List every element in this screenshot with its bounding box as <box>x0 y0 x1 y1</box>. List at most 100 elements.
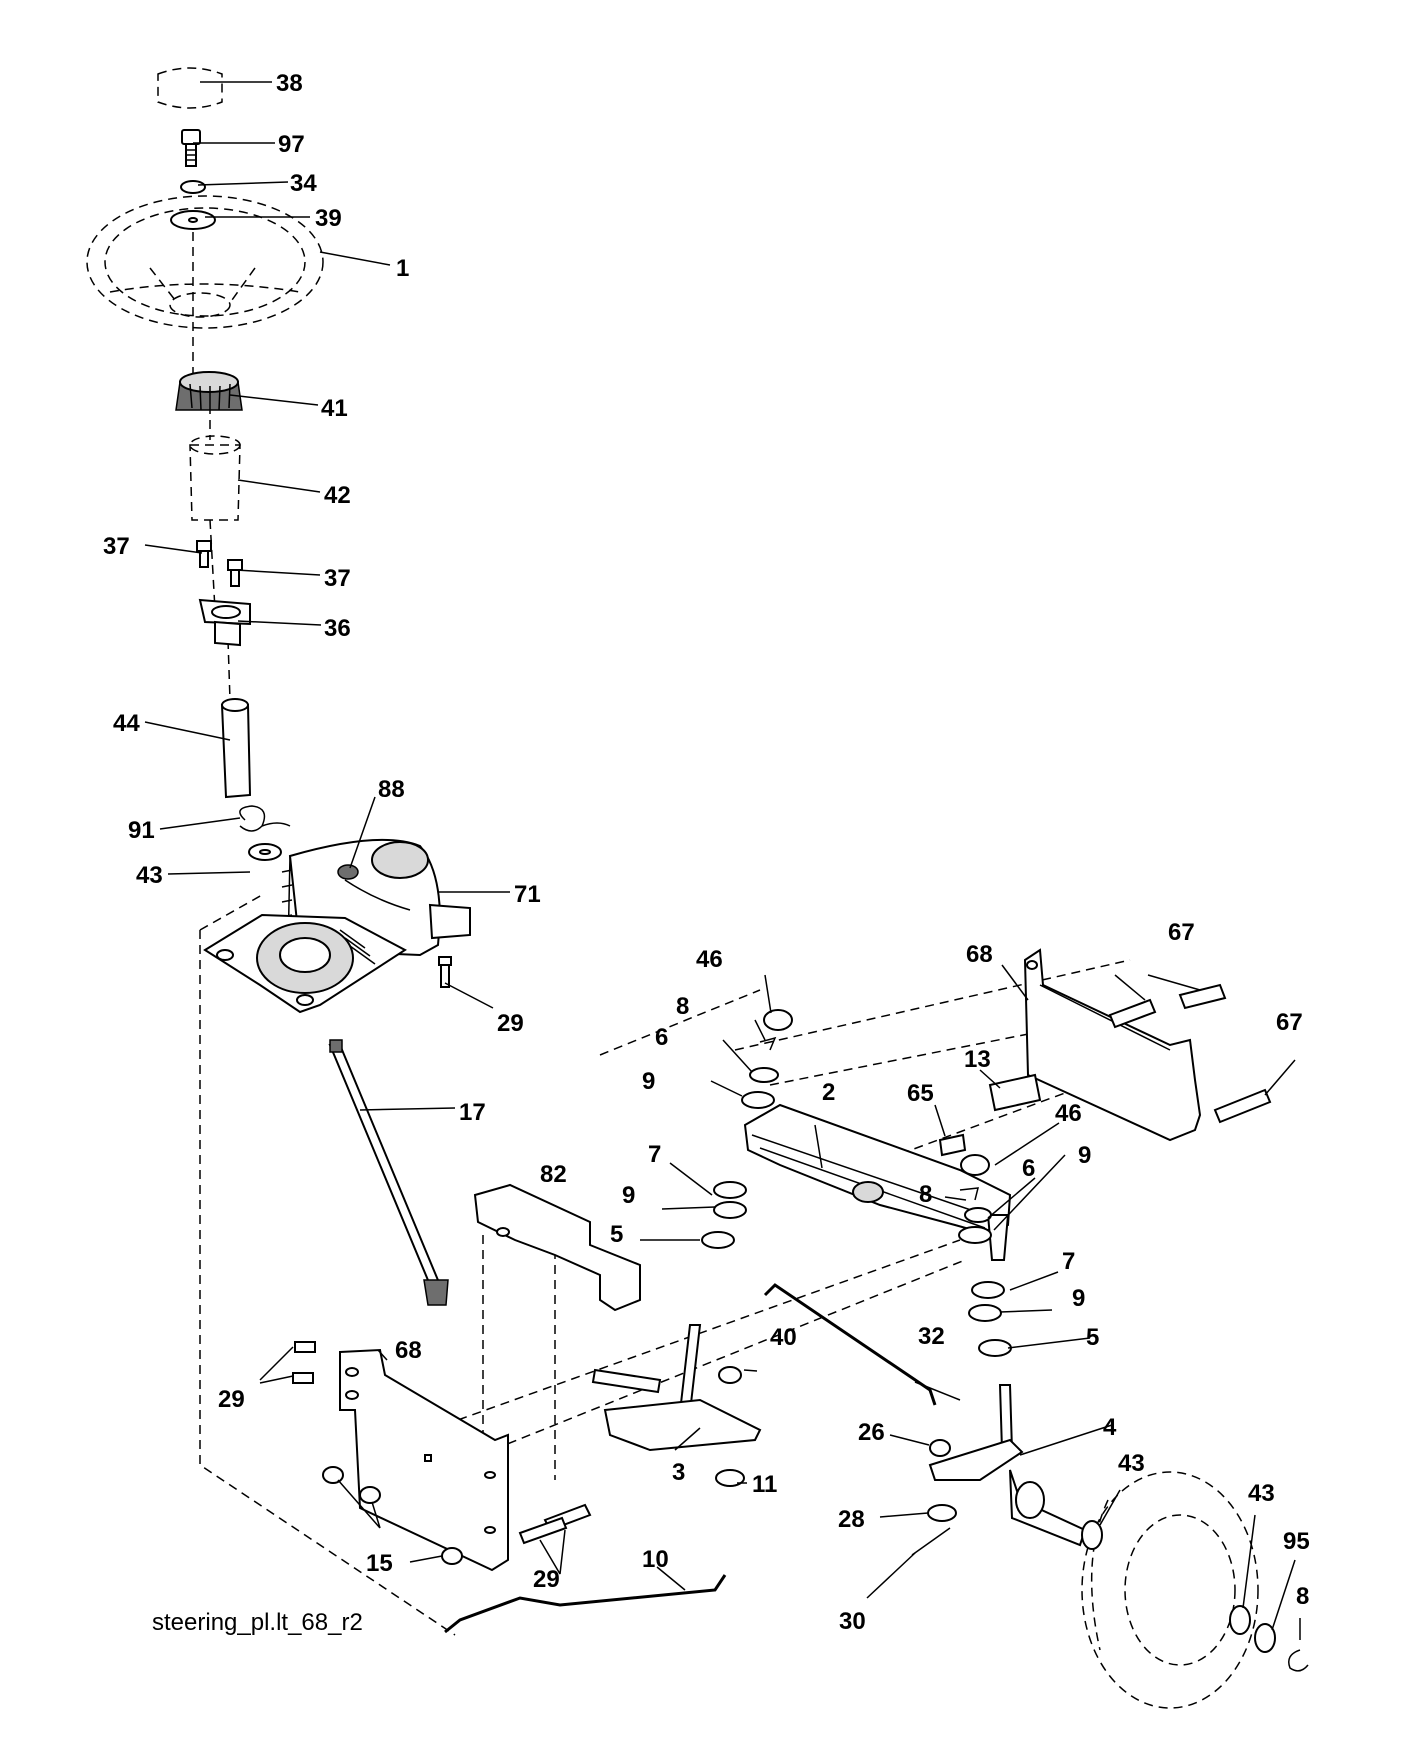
callout-65: 65 <box>907 1080 934 1107</box>
callout-42: 42 <box>324 482 351 509</box>
callout-43-upper: 43 <box>136 862 163 889</box>
leader-lines <box>144 81 1301 1640</box>
mounting-plate-part-68-right <box>1023 948 1202 1142</box>
callout-37-right: 37 <box>324 565 351 592</box>
callout-91: 91 <box>128 817 155 844</box>
callout-9-left-upper: 9 <box>642 1068 655 1095</box>
washer-stack-right <box>958 1187 1012 1357</box>
callout-44: 44 <box>113 710 140 737</box>
callout-26: 26 <box>858 1419 885 1446</box>
callout-17: 17 <box>459 1099 486 1126</box>
callout-36: 36 <box>324 615 351 642</box>
washer-stack-left-6-9 <box>741 1067 779 1109</box>
callout-29-lower: 29 <box>533 1566 560 1593</box>
callout-37-left: 37 <box>103 533 130 560</box>
spindle-part-4 <box>928 1384 1087 1547</box>
callout-7-right: 7 <box>1062 1248 1075 1275</box>
pivot-pin-part-88 <box>337 864 411 911</box>
front-axle-part-2 <box>743 1103 1012 1261</box>
frame-outline-dashed <box>199 894 1151 1636</box>
callout-40: 40 <box>770 1324 797 1351</box>
retaining-clip-part-91 <box>239 805 291 832</box>
callout-8-right: 8 <box>919 1181 932 1208</box>
callout-39: 39 <box>315 205 342 232</box>
callout-43-axle: 43 <box>1118 1450 1145 1477</box>
front-wheel <box>1081 1471 1259 1709</box>
pin-part-30 <box>911 1527 951 1556</box>
washer-part-95 <box>1254 1623 1276 1653</box>
mounting-plate-part-68-left <box>339 1348 509 1572</box>
callout-1: 1 <box>396 255 409 282</box>
callout-82: 82 <box>540 1161 567 1188</box>
callout-88: 88 <box>378 776 405 803</box>
steering-cap-part-38 <box>157 67 223 109</box>
washer-part-28 <box>927 1504 957 1522</box>
bracket-part-82 <box>473 1183 641 1312</box>
callout-68-right: 68 <box>966 941 993 968</box>
callout-29-gear: 29 <box>497 1010 524 1037</box>
callout-5-right: 5 <box>1086 1324 1099 1351</box>
steering-wheel-part-1 <box>86 195 324 329</box>
callout-46-right: 46 <box>1055 1100 1082 1127</box>
screw-part-29-gear <box>438 956 452 988</box>
washer-part-11 <box>715 1469 745 1487</box>
callout-10: 10 <box>642 1546 669 1573</box>
pinion-shaft-part-17 <box>328 1039 449 1306</box>
column-bushing-part-36 <box>198 598 251 647</box>
callout-41: 41 <box>321 395 348 422</box>
washer-stack-left-7-9-5 <box>701 1181 747 1249</box>
callout-97: 97 <box>278 131 305 158</box>
callout-38: 38 <box>276 70 303 97</box>
bolts-part-29-lower <box>518 1503 592 1545</box>
spindle-part-3 <box>591 1324 762 1452</box>
cap-part-46-left <box>763 1009 793 1031</box>
callout-5-left: 5 <box>610 1221 623 1248</box>
callout-13: 13 <box>964 1046 991 1073</box>
screw-part-37-right <box>227 559 243 587</box>
spacer-part-13 <box>988 1073 1042 1112</box>
callout-3: 3 <box>672 1459 685 1486</box>
clip-part-8-wheel <box>1288 1649 1309 1672</box>
bolts-part-29-plate <box>292 1341 316 1384</box>
callout-6-left: 6 <box>655 1024 668 1051</box>
callout-43-wheel: 43 <box>1248 1480 1275 1507</box>
cap-part-46-right <box>960 1154 990 1176</box>
callout-8-left: 8 <box>676 993 689 1020</box>
nut-part-40 <box>718 1366 742 1384</box>
column-sleeve-part-42 <box>189 435 241 521</box>
drag-link-part-32 <box>763 1283 937 1406</box>
callout-34: 34 <box>290 170 317 197</box>
callout-15: 15 <box>366 1550 393 1577</box>
flat-washer-part-39 <box>170 210 216 230</box>
column-axis-line <box>192 232 231 701</box>
pin-part-65 <box>938 1133 967 1157</box>
bolts-part-67 <box>1108 983 1272 1124</box>
callout-29-plate: 29 <box>218 1386 245 1413</box>
callout-4: 4 <box>1103 1414 1117 1441</box>
screw-part-37-left <box>196 540 212 568</box>
callout-28: 28 <box>838 1506 865 1533</box>
callout-30: 30 <box>839 1608 866 1635</box>
steering-gear-housing <box>203 913 407 1014</box>
callout-9-right-upper: 9 <box>1078 1142 1091 1169</box>
steering-adapter-part-41 <box>175 371 243 411</box>
callout-67-upper: 67 <box>1168 919 1195 946</box>
nuts-part-15 <box>322 1466 463 1565</box>
callout-9-right-lower: 9 <box>1072 1285 1085 1312</box>
steering-shaft-part-44 <box>220 698 252 799</box>
callout-7-left: 7 <box>648 1141 661 1168</box>
lock-washer-part-34 <box>180 180 206 194</box>
callout-6-right: 6 <box>1022 1155 1035 1182</box>
callout-68-left: 68 <box>395 1337 422 1364</box>
cotter-part-8-left <box>759 1036 777 1051</box>
callout-95: 95 <box>1283 1528 1310 1555</box>
washer-part-43-upper <box>248 843 282 861</box>
bolt-part-97 <box>181 129 201 167</box>
callout-71: 71 <box>514 881 541 908</box>
callout-11: 11 <box>752 1471 777 1498</box>
callout-2: 2 <box>822 1079 835 1106</box>
callout-67-lower: 67 <box>1276 1009 1303 1036</box>
callout-8-wheel: 8 <box>1296 1583 1309 1610</box>
callout-32: 32 <box>918 1323 945 1350</box>
